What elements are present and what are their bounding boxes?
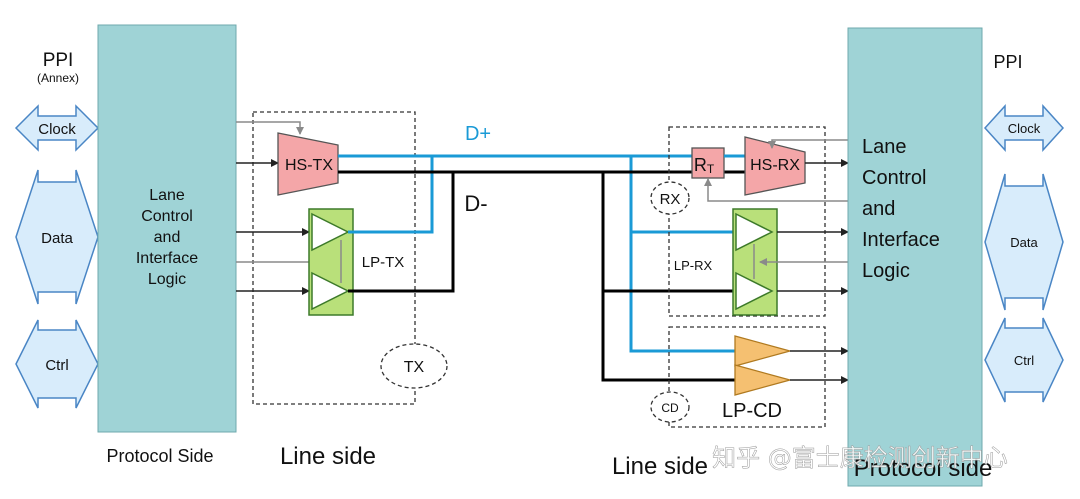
hs-rx-block [744,136,806,196]
right-logic-line-3: and [862,198,895,220]
hs-tx-label: HS-TX [285,157,333,174]
right-data-arrow [984,173,1064,311]
right-ppi-title: PPI [993,52,1022,72]
d-plus-lp-tx-tap [348,156,434,234]
rt-control-line [704,178,848,202]
d-plus-lp-cd-tap [629,232,735,353]
rx-line-side-box [668,126,826,317]
left-logic-line-3: and [154,229,181,246]
d-minus-label: D- [464,191,487,216]
left-lane-control-block [97,24,237,433]
left-ppi-title: PPI [43,50,74,71]
rx-tag-label: RX [660,191,681,208]
lp-rx-label: LP-RX [674,258,713,273]
lp-cd-comparator-top [734,335,793,367]
left-logic-line-2: Control [141,208,193,225]
d-minus-lp-cd-tap [601,291,735,382]
left-ppi-annex: (Annex) [37,71,79,85]
left-logic-line-1: Lane [149,187,185,204]
lp-cd-label: LP-CD [722,400,782,422]
left-protocol-side-label: Protocol Side [106,446,213,466]
tx-tag-label: TX [404,359,425,376]
hs-rx-label: HS-RX [750,157,800,174]
cd-tag-label: CD [661,401,679,415]
right-data-label: Data [1010,235,1038,250]
right-logic-line-5: Logic [862,260,910,282]
right-clock-label: Clock [1008,121,1041,136]
right-ctrl-label: Ctrl [1014,353,1034,368]
d-plus-label: D+ [465,123,491,145]
watermark-text: 知乎 @富士康检测创新中心 [712,444,1008,472]
hs-tx-enable-line [236,121,304,135]
left-logic-line-5: Logic [148,271,186,288]
tx-tag-circle [380,343,448,389]
rt-label: RT [694,155,715,176]
cd-tag-circle [650,391,690,423]
right-lane-control-block [847,27,983,487]
left-logic-line-4: Interface [136,250,198,267]
rx-line-side-label: Line side [612,453,708,480]
lp-cd-comparator-bottom [734,364,793,396]
d-minus-lp-tx-tap [348,172,455,293]
right-protocol-side-label: Protocol side [854,455,993,482]
lp-tx-driver-top [311,212,350,252]
hs-rx-enable-line [768,139,848,149]
lp-rx-receiver-bottom [735,271,774,311]
lp-tx-driver-bottom [311,271,350,311]
cd-line-side-box [668,326,826,428]
lp-tx-label: LP-TX [362,254,405,271]
tx-line-side-box [252,111,416,405]
right-logic-line-2: Control [862,167,926,189]
right-logic-line-4: Interface [862,229,940,251]
right-clock-arrow [983,104,1065,152]
right-logic-line-1: Lane [862,136,907,158]
left-ctrl-label: Ctrl [45,357,68,374]
right-ctrl-arrow [984,317,1064,403]
tx-line-side-label: Line side [280,443,376,470]
rx-tag-circle [650,181,690,215]
hs-tx-block [277,132,339,196]
lp-rx-receiver-top [735,212,774,252]
left-data-label: Data [41,230,73,247]
left-clock-label: Clock [38,121,76,138]
